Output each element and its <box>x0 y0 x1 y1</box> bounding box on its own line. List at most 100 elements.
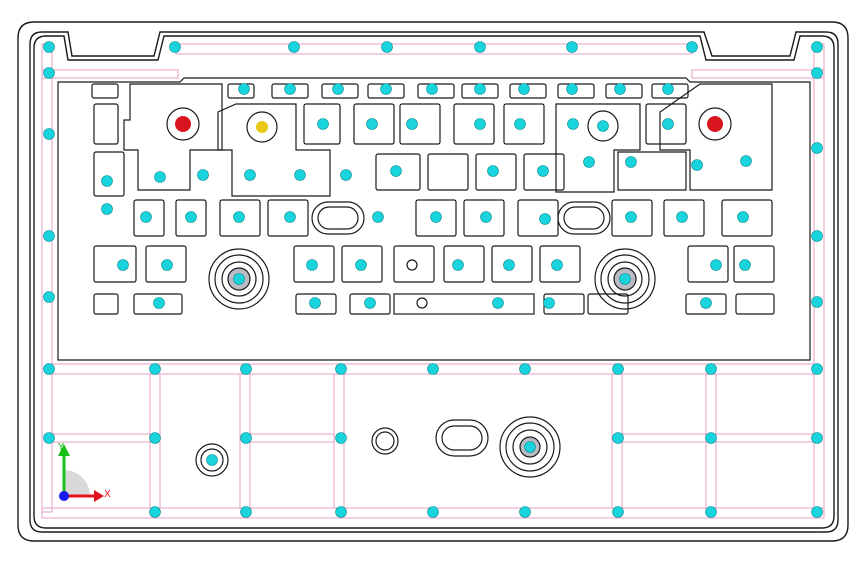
key-cutout-44 <box>93 293 119 315</box>
node-point-33 <box>597 120 609 132</box>
node-point-51 <box>233 211 245 223</box>
node-point-58 <box>676 211 688 223</box>
hole-key-2 <box>416 297 428 309</box>
screw-boss-right-outer <box>594 248 656 310</box>
screw-boss-left-outer <box>208 248 270 310</box>
inner-contour-2 <box>33 35 835 529</box>
node-point-76 <box>149 363 161 375</box>
node-point-35 <box>101 175 113 187</box>
screw-boss-right-inner <box>607 261 643 297</box>
screw-boss-left-mid <box>214 254 264 304</box>
node-point-28 <box>366 118 378 130</box>
key-cutout-36 <box>293 245 335 283</box>
key-cutout-27 <box>267 199 309 237</box>
spacebar-cutout <box>393 293 535 315</box>
key-cutout-6 <box>417 83 455 99</box>
node-point-73 <box>543 297 555 309</box>
hole-small-inner <box>375 431 395 451</box>
screw-boss-right-mid <box>600 254 650 304</box>
node-point-67 <box>710 259 722 271</box>
node-point-14 <box>811 230 823 242</box>
key-cutout-40 <box>491 245 533 283</box>
node-point-7 <box>686 41 698 53</box>
node-point-29 <box>406 118 418 130</box>
key-cluster-outline-4 <box>555 103 641 193</box>
node-point-27 <box>317 118 329 130</box>
node-point-37 <box>154 171 166 183</box>
node-point-49 <box>140 211 152 223</box>
node-point-12 <box>811 142 823 154</box>
boss-left-inner <box>200 448 224 472</box>
coordinate-triad: Y X <box>57 442 111 502</box>
node-point-70 <box>309 297 321 309</box>
node-point-74 <box>700 297 712 309</box>
node-point-26 <box>662 83 674 95</box>
outer-contour <box>17 21 849 542</box>
node-point-44 <box>537 165 549 177</box>
node-point-65 <box>503 259 515 271</box>
key-cutout-26 <box>219 199 261 237</box>
node-point-83 <box>811 363 823 375</box>
key-cutout-41 <box>539 245 581 283</box>
node-point-25 <box>614 83 626 95</box>
node-point-31 <box>514 118 526 130</box>
key-cutout-25 <box>175 199 207 237</box>
node-point-85 <box>149 432 161 444</box>
tray-outline <box>17 21 849 542</box>
node-point-9 <box>43 67 55 79</box>
key-cutout-47 <box>349 293 391 315</box>
node-point-16 <box>811 296 823 308</box>
node-point-36 <box>101 203 113 215</box>
node-point-56 <box>539 213 551 225</box>
marker-red-right <box>707 116 723 132</box>
key-cutout-31 <box>611 199 653 237</box>
key-cutout-14 <box>353 103 395 145</box>
node-point-89 <box>705 432 717 444</box>
key-cutout-8 <box>509 83 547 99</box>
node-point-46 <box>625 156 637 168</box>
node-point-17 <box>238 83 250 95</box>
boss-right-mid <box>505 422 555 472</box>
key-cutouts <box>91 83 775 315</box>
key-cutout-34 <box>93 245 137 283</box>
node-point-81 <box>612 363 624 375</box>
node-point-55 <box>480 211 492 223</box>
key-slot-right <box>557 201 611 235</box>
node-point-10 <box>811 67 823 79</box>
key-cutout-51 <box>735 293 775 315</box>
node-point-86 <box>240 432 252 444</box>
node-point-62 <box>306 259 318 271</box>
node-point-30 <box>474 118 486 130</box>
rib-top-left <box>41 69 179 79</box>
node-point-34 <box>662 118 674 130</box>
node-point-68 <box>739 259 751 271</box>
node-point-97 <box>705 506 717 518</box>
node-point-59 <box>737 211 749 223</box>
slot-oval <box>435 419 489 457</box>
key-cutout-10 <box>605 83 643 99</box>
rib-top-right <box>691 69 825 79</box>
node-point-63 <box>355 259 367 271</box>
marker-ring-2 <box>246 111 278 143</box>
marker-yellow <box>256 121 268 133</box>
slot-oval-inner <box>441 425 483 451</box>
node-point-92 <box>240 506 252 518</box>
triad-y-label: Y <box>57 442 65 453</box>
node-point-84 <box>43 432 55 444</box>
node-point-4 <box>381 41 393 53</box>
node-point-64 <box>452 259 464 271</box>
node-point-22 <box>474 83 486 95</box>
boss-right-outer <box>499 416 561 478</box>
key-cutout-24 <box>133 199 165 237</box>
node-point-45 <box>583 156 595 168</box>
node-point-21 <box>426 83 438 95</box>
node-point-87 <box>335 432 347 444</box>
key-cutout-50 <box>685 293 727 315</box>
key-cutout-23 <box>375 153 421 191</box>
key-cutout-19 <box>93 151 125 197</box>
triad-base <box>64 470 90 496</box>
node-point-82 <box>705 363 717 375</box>
key-cutout-13 <box>303 103 341 145</box>
node-point-78 <box>335 363 347 375</box>
